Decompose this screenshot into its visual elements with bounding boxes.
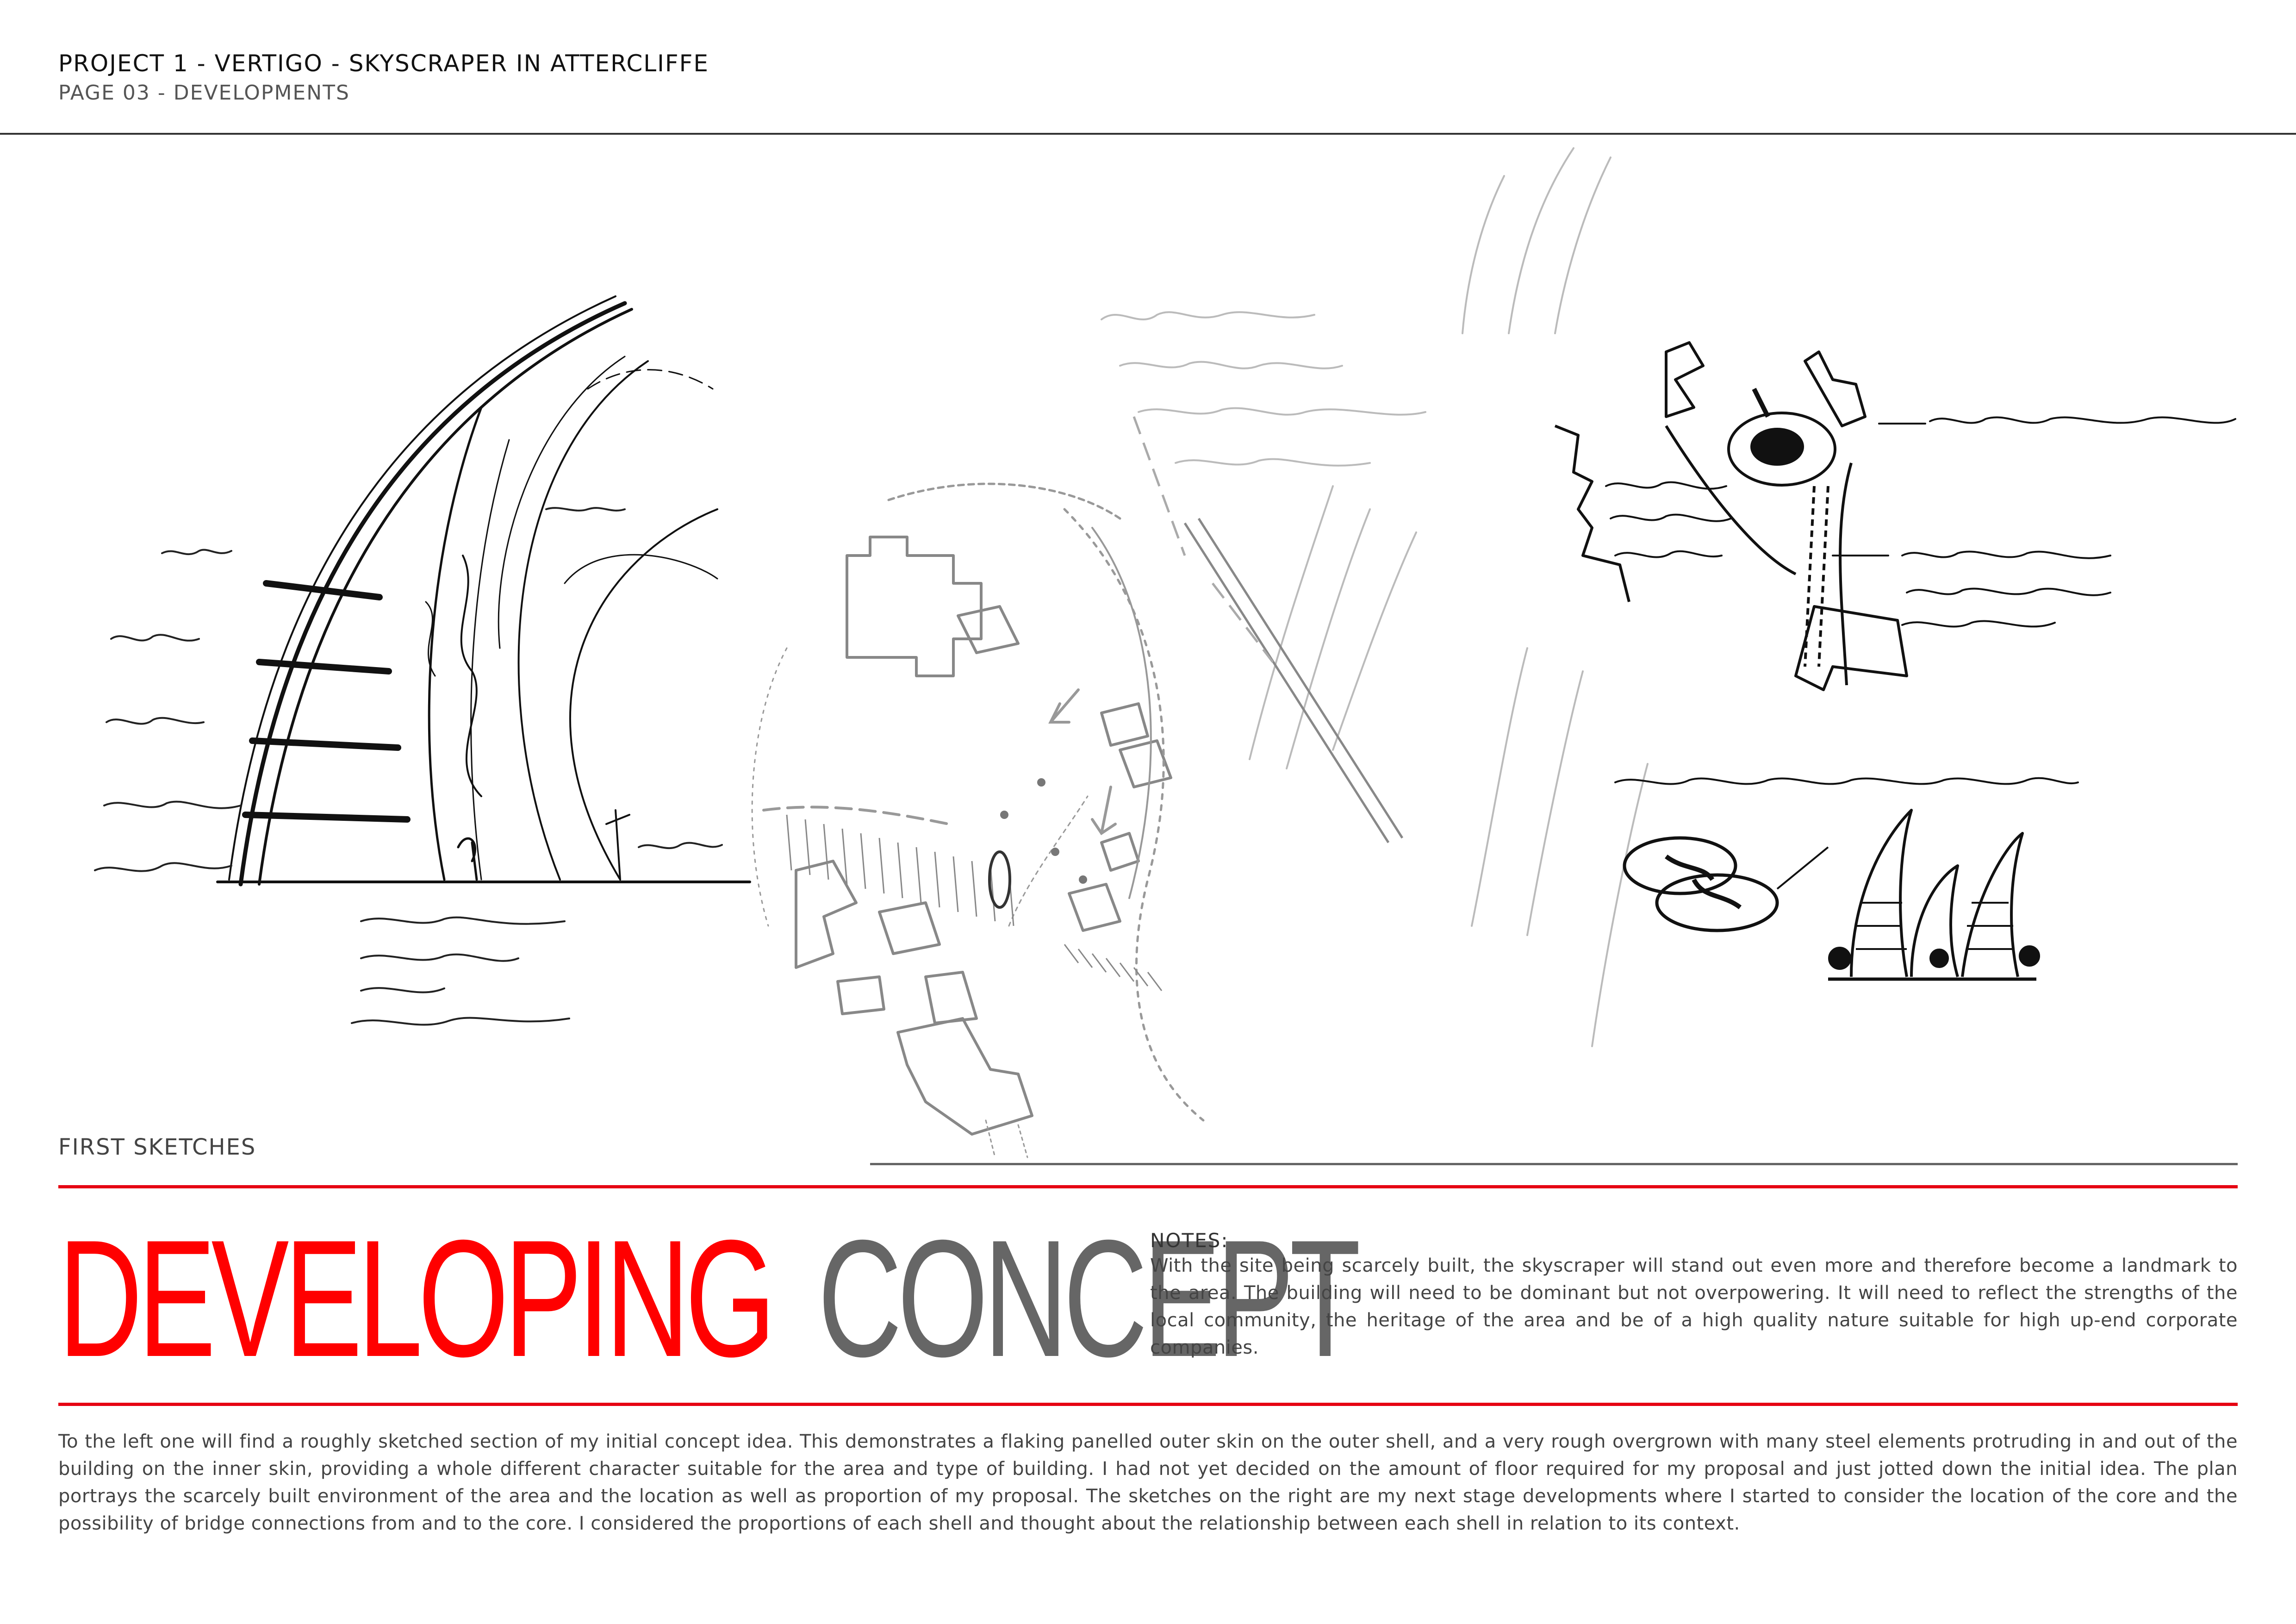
elevation-sketch (1828, 809, 2040, 981)
notes-label: NOTES: (1150, 1229, 1229, 1252)
title-rule-top (58, 1185, 2238, 1188)
description-text: To the left one will find a roughly sket… (58, 1431, 2238, 1534)
context-plan-sketch (1554, 341, 1908, 691)
sketch-area (94, 147, 2236, 1158)
question-note (1614, 777, 2079, 785)
header-divider (0, 133, 2296, 135)
page-subtitle: PAGE 03 - DEVELOPMENTS (58, 81, 350, 105)
section-label: FIRST SKETCHES (58, 1134, 256, 1160)
notes-text: With the site being scarcely built, the … (1150, 1255, 2238, 1358)
section-sketch (216, 295, 751, 887)
project-title: PROJECT 1 - VERTIGO - SKYSCRAPER IN ATTE… (58, 50, 709, 77)
title-word-developing: DEVELOPING (58, 1206, 776, 1392)
plan-handwriting (1101, 147, 1649, 1047)
sketch-divider (870, 1163, 2238, 1165)
title-word-concept: CONCEPT (817, 1206, 1361, 1392)
title-rule-bottom (58, 1403, 2238, 1406)
context-plan-notes (1605, 416, 2236, 628)
plan-dots (1000, 778, 1087, 884)
shell-plan-sketch (1623, 836, 1829, 932)
site-plan-sketch (795, 536, 1172, 1136)
section-annotations (94, 507, 723, 1026)
site-plan-paths (751, 482, 1205, 1158)
site-plan-hatch (786, 814, 1163, 991)
railway-line (1183, 518, 1404, 843)
